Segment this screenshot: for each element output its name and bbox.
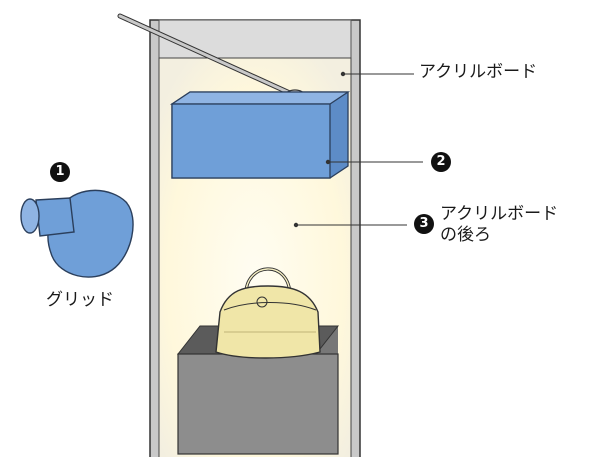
label-acrylic-board: アクリルボード xyxy=(419,62,538,82)
label-grid: グリッド xyxy=(46,290,114,310)
badge-2: 2 xyxy=(431,152,451,172)
badge-3: 3 xyxy=(414,214,434,234)
leader-lines xyxy=(293,71,423,228)
badge-1: 1 xyxy=(50,162,70,182)
label-behind-acrylic: アクリルボード の後ろ xyxy=(440,204,558,247)
acrylic-board xyxy=(169,91,351,179)
label-behind-acrylic-line1: アクリルボード xyxy=(440,204,559,224)
label-behind-acrylic-line2: の後ろ xyxy=(440,225,491,246)
handbag xyxy=(215,267,321,359)
grid-lamp xyxy=(20,189,134,278)
